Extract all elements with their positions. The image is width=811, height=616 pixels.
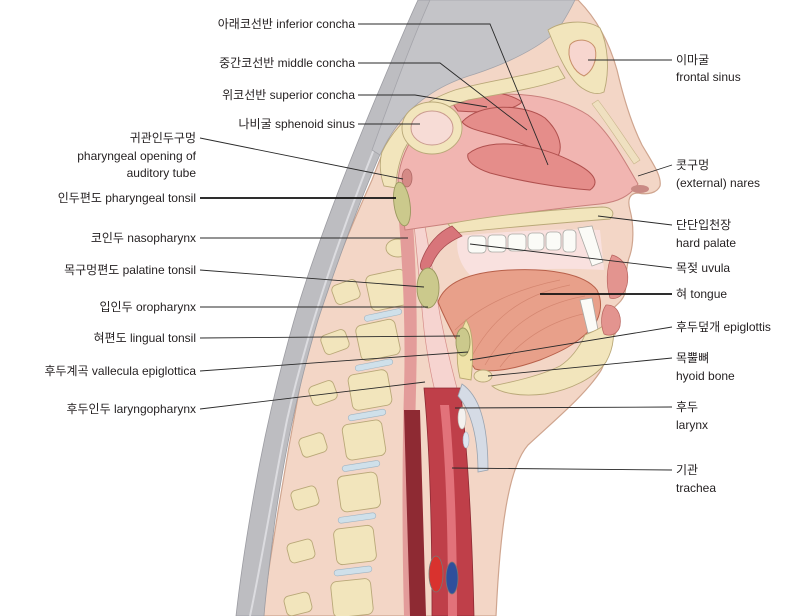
label-pharyngeal-opening-line3: auditory tube [127,166,197,180]
leader-line-nares [637,164,673,177]
intervertebral-disc [333,565,373,577]
intervertebral-disc [337,512,377,524]
upper-lip [606,254,629,299]
label-frontal-sinus-en: frontal sinus [676,70,741,84]
leader-line-hyoid-bone [487,357,673,377]
nostril [631,185,649,193]
leader-line-trachea [451,467,673,471]
label-vallecula-epiglottica: 후두계곡 vallecula epiglottica [44,364,196,378]
label-tongue: 혀 tongue [676,287,727,301]
vertebral-arch [283,591,313,616]
vertebral-arch [286,538,316,564]
leader-line-lingual-tonsil [199,335,461,339]
label-nares-ko: 콧구멍 [676,158,709,172]
upper-premolar [545,231,562,251]
intervertebral-disc [364,308,402,322]
label-trachea-ko: 기관 [676,463,698,477]
lower-lip [601,304,621,336]
label-hard-palate-ko: 단단입천장 [676,217,731,232]
leader-line-laryngopharynx [199,381,426,410]
labels-right: 이마굴 frontal sinus 콧구멍 (external) nares 단… [676,53,771,495]
vocal-fold [462,431,470,449]
label-nares-en: (external) nares [676,176,760,190]
label-lingual-tonsil: 혀편도 lingual tonsil [94,331,197,345]
intervertebral-disc [347,408,387,422]
label-hyoid-bone-ko: 목뿔뼈 [676,351,709,365]
laryngeal-cartilage [457,383,489,473]
labels-left: 아래코선반 inferior concha 중간코선반 middle conch… [44,17,355,416]
label-laryngopharynx: 후두인두 laryngopharynx [66,402,196,416]
label-superior-concha: 위코선반 superior concha [222,88,355,102]
artery [428,555,444,593]
label-frontal-sinus-ko: 이마굴 [676,53,709,67]
leader-lines [199,23,673,471]
upper-molar [507,233,527,252]
vertebral-body [355,318,401,362]
label-oropharynx: 입인두 oropharynx [100,300,197,314]
vein [445,561,459,595]
leader-line-palatine-tonsil [199,269,425,288]
leader-line-pharyngeal-opening [199,137,404,180]
label-palatine-tonsil: 목구멍편도 palatine tonsil [64,263,196,277]
label-larynx-en: larynx [676,418,708,432]
label-hyoid-bone-en: hyoid bone [676,369,735,383]
label-larynx-ko: 후두 [676,400,698,414]
vertebral-body [341,419,387,461]
upper-canine [562,229,577,253]
upper-molar [487,234,507,253]
intervertebral-disc [341,460,381,472]
label-nasopharynx: 코인두 nasopharynx [91,231,196,245]
label-hard-palate-en: hard palate [676,236,736,250]
palatine-tonsil [416,267,440,309]
label-trachea-en: trachea [676,481,716,495]
spinal-cord [235,0,449,616]
leader-line-inferior-concha [358,23,549,166]
vertebral-body [333,524,377,566]
pharyngeal-tonsil [393,181,411,227]
sphenoid-sinus [410,110,454,146]
label-pharyngeal-opening-line2: pharyngeal opening of [77,149,196,163]
leader-line-vallecula [199,351,469,372]
label-pharyngeal-opening-line1: 귀관인두구멍 [130,131,196,145]
vertebral-arch [320,329,350,355]
leader-line-hard-palate [597,215,673,226]
vertebral-arch [298,432,328,458]
vertebral-column [283,238,411,616]
vocal-fold [457,406,467,430]
vertebral-arch [290,485,320,511]
vertebral-arch [331,279,361,305]
tongue-muscle-fibers [454,279,593,368]
label-pharyngeal-tonsil: 인두편도 pharyngeal tonsil [58,191,196,205]
leader-line-uvula [469,243,673,269]
vertebral-arch [308,380,338,406]
vertebral-body [347,369,393,411]
upper-premolar [527,232,545,251]
hard-palate [447,206,614,234]
auditory-tube-opening [401,168,413,188]
esophagus [404,410,426,616]
label-inferior-concha: 아래코선반 inferior concha [218,17,356,31]
label-sphenoid-sinus: 나비굴 sphenoid sinus [238,117,355,131]
inferior-concha [467,143,596,191]
label-middle-concha: 중간코선반 middle concha [219,56,355,70]
vertebral-body [330,578,374,616]
leader-line-middle-concha [358,62,528,131]
vertebral-body [337,471,381,513]
lingual-tonsil [455,327,471,357]
label-epiglottis: 후두덮개 epiglottis [676,320,771,334]
nasal-cartilage [591,99,641,165]
intervertebral-disc [354,358,394,372]
frontal-sinus [568,39,597,77]
leader-line-superior-concha [358,94,488,108]
label-uvula: 목젖 uvula [676,261,730,275]
upper-incisor [577,225,604,267]
anatomy-illustration [235,0,661,616]
leader-line-epiglottis [469,326,673,361]
leader-line-larynx [454,406,673,409]
